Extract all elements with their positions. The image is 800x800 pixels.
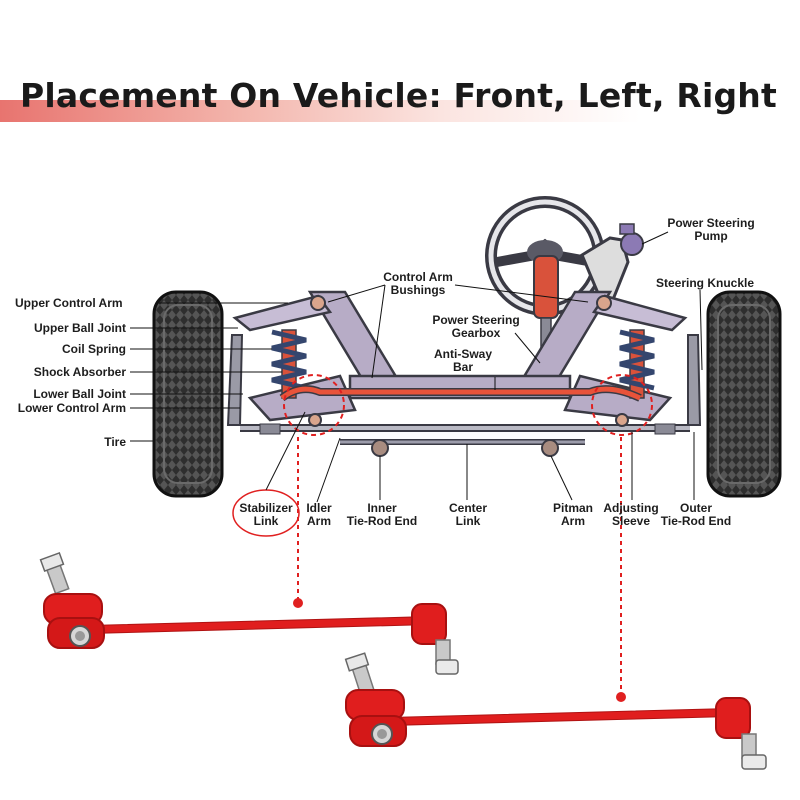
- label-stabilizer-link: Stabilizer Link: [239, 501, 293, 528]
- label-center-link: Center Link: [448, 501, 488, 528]
- label-anti-sway-bar: Anti-Sway Bar: [433, 347, 493, 374]
- label-tire: Tire: [104, 435, 126, 449]
- label-power-steering-gearbox: Power Steering Gearbox: [432, 313, 520, 340]
- label-lower-ball-joint: Lower Ball Joint: [33, 387, 126, 401]
- label-outer-tie-rod-end: Outer Tie-Rod End: [660, 501, 732, 528]
- chassis-frame: [247, 290, 673, 422]
- power-steering-pump: [580, 223, 644, 304]
- label-steering-knuckle: Steering Knuckle: [656, 276, 755, 290]
- steering-linkage: [240, 413, 690, 457]
- stabilizer-link-product-1: [39, 551, 459, 675]
- right-coil-spring: [619, 329, 655, 399]
- left-guide-dot: [293, 598, 303, 608]
- left-coil-spring: [271, 329, 307, 399]
- label-lower-control-arm: Lower Control Arm: [17, 401, 126, 415]
- label-idler-arm: Idler Arm: [306, 501, 332, 528]
- left-link-highlight: [283, 374, 345, 436]
- upper-control-arms: [232, 294, 688, 332]
- steering-knuckles: [226, 334, 702, 426]
- label-upper-control-arm: Upper Control Arm: [15, 296, 123, 310]
- title-underline-band: [0, 100, 800, 122]
- anti-sway-bar: [280, 386, 642, 401]
- right-tire: [706, 290, 782, 498]
- label-power-steering-pump: Power Steering Pump: [667, 216, 755, 243]
- stabilizer-link-product-2: [344, 652, 767, 770]
- right-guide-dot: [616, 692, 626, 702]
- label-upper-ball-joint: Upper Ball Joint: [33, 321, 126, 335]
- leader-lines: [130, 231, 703, 503]
- right-link-highlight: [591, 374, 653, 436]
- label-control-arm-bushings: Control Arm Bushings: [383, 270, 453, 297]
- label-pitman-arm: Pitman Arm: [552, 501, 594, 528]
- page-title: Placement On Vehicle: Front, Left, Right: [20, 76, 777, 115]
- label-inner-tie-rod-end: Inner Tie-Rod End: [346, 501, 418, 528]
- label-adjusting-sleeve: Adjusting Sleeve: [603, 501, 659, 528]
- label-coil-spring: Coil Spring: [62, 342, 126, 356]
- label-shock-absorber: Shock Absorber: [33, 365, 126, 379]
